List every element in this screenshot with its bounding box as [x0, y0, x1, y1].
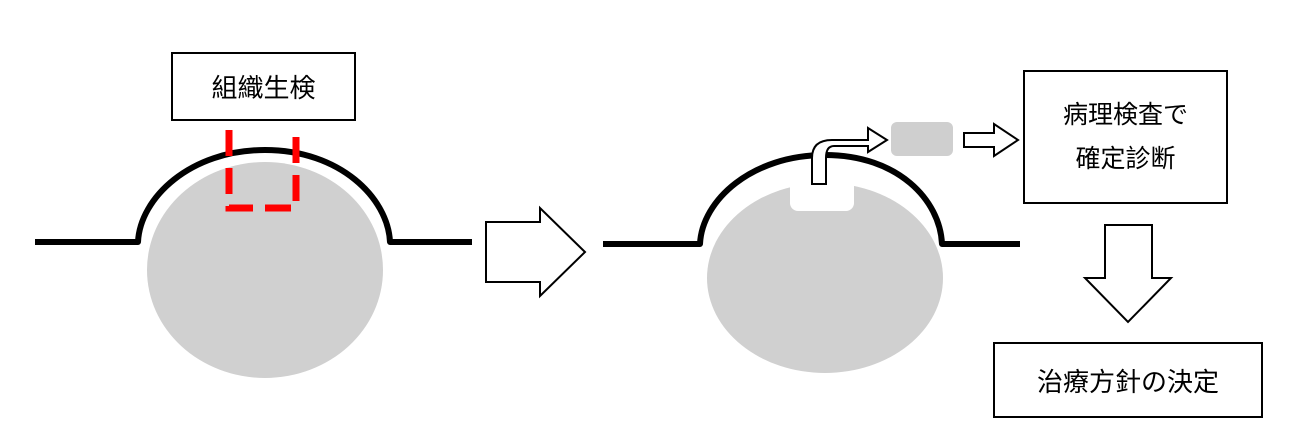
pathology-box: 病理検査で 確定診断 [1023, 70, 1228, 204]
right-arrow-1 [485, 205, 587, 299]
biopsy-label: 組織生検 [211, 74, 316, 104]
biopsy-site-marker [225, 130, 300, 212]
specimen-extraction-arrow [811, 126, 889, 185]
treatment-box: 治療方針の決定 [993, 342, 1263, 418]
biopsy-label-box: 組織生検 [171, 52, 356, 121]
treatment-label: 治療方針の決定 [1036, 367, 1219, 398]
left-lump [147, 162, 383, 378]
pathology-label-line2: 確定診断 [1075, 144, 1176, 173]
down-arrow [1082, 224, 1174, 324]
pathology-label-line1: 病理検査で [1062, 100, 1188, 129]
left-skin-line [35, 147, 472, 245]
tissue-specimen [891, 122, 953, 156]
excised-cavity [790, 165, 854, 211]
right-lump [707, 183, 943, 373]
right-arrow-2 [963, 122, 1020, 158]
